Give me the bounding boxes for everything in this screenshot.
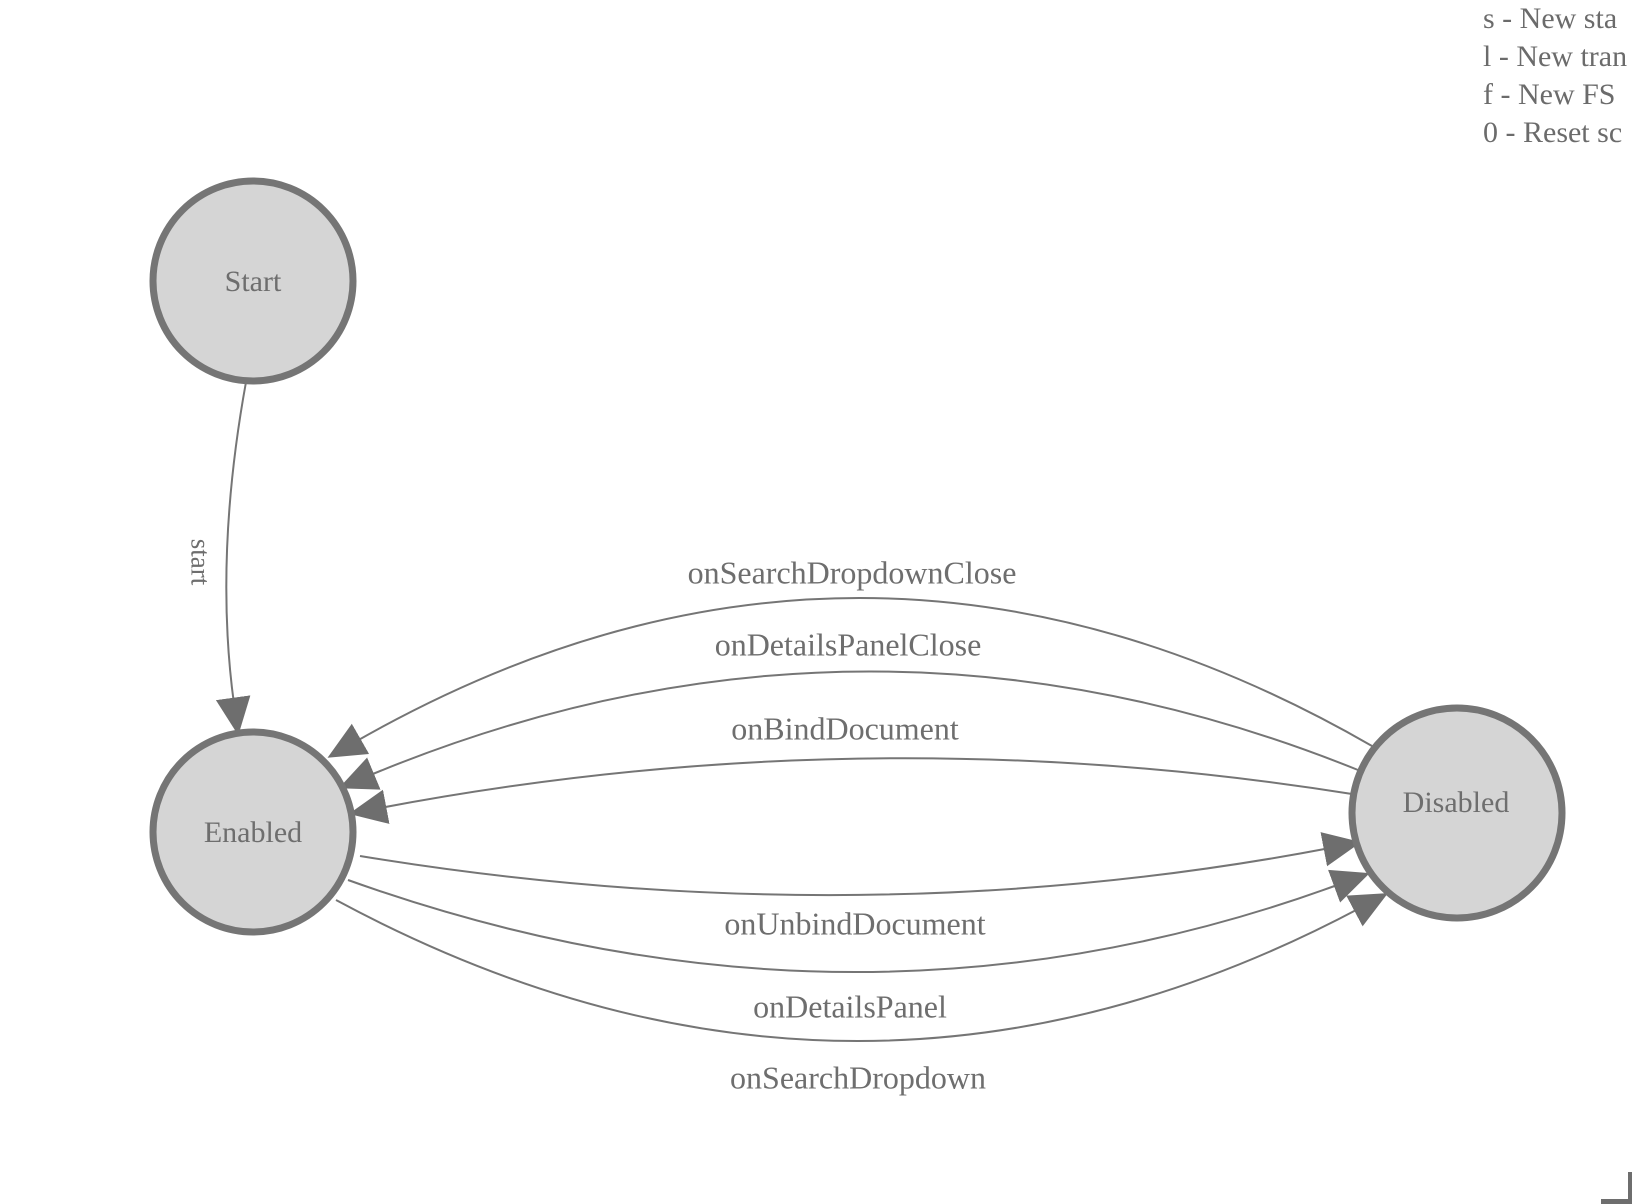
state-node-start[interactable] (149, 177, 357, 385)
edge-label-ondetailspanel[interactable]: onDetailsPanel (753, 988, 947, 1025)
legend-line-new-transition: l - New tran (1483, 40, 1628, 73)
edge-ondetailspanelclose[interactable] (338, 670, 1359, 790)
legend-line-new-state: s - New sta (1483, 2, 1618, 35)
edge-label-onsearchdropdown[interactable]: onSearchDropdown (730, 1059, 986, 1096)
edge-label-onsearchdropdownclose[interactable]: onSearchDropdownClose (687, 554, 1017, 591)
edge-onsearchdropdownclose[interactable] (327, 597, 1373, 758)
canvas-corner-mark (1601, 1172, 1632, 1204)
edge-onsearchdropdown[interactable] (335, 893, 1388, 1042)
state-label-disabled: Disabled (1402, 786, 1510, 819)
legend-line-reset: 0 - Reset sc (1483, 116, 1623, 149)
edge-label-start[interactable]: start (185, 538, 216, 586)
state-label-enabled: Enabled (203, 816, 303, 849)
edge-onunbinddocument[interactable] (359, 832, 1362, 897)
state-node-enabled[interactable] (149, 728, 357, 936)
edge-ondetailspanel[interactable] (347, 869, 1370, 973)
edge-start-to-enabled[interactable] (215, 381, 251, 736)
state-node-disabled[interactable] (1348, 704, 1566, 922)
edge-label-onunbinddocument[interactable]: onUnbindDocument (724, 905, 986, 942)
shortcut-legend: s - New sta l - New tran f - New FS 0 - … (1483, 0, 1627, 152)
edge-onbinddocument[interactable] (348, 757, 1353, 824)
edge-label-ondetailspanelclose[interactable]: onDetailsPanelClose (714, 626, 982, 663)
edge-label-onbinddocument[interactable]: onBindDocument (731, 710, 959, 747)
state-label-start: Start (224, 265, 282, 298)
legend-line-new-fsm: f - New FS (1483, 78, 1616, 111)
